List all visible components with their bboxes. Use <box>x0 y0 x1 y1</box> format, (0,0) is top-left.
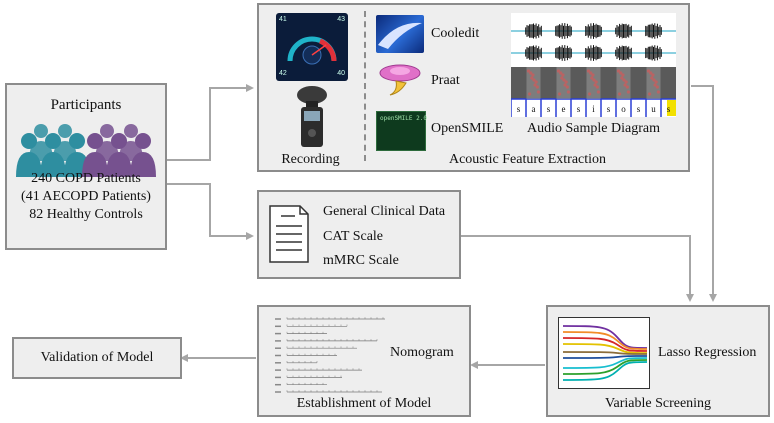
meter-right-bottom: 40 <box>337 70 345 77</box>
meter-left-bottom: 42 <box>279 70 287 77</box>
variable-screening-box: Lasso Regression Variable Screening <box>546 305 770 417</box>
participants-title: Participants <box>50 97 122 113</box>
phoneme-letter: u <box>651 104 656 114</box>
gauge-icon <box>287 36 337 65</box>
participants-copd-count: 240 COPD Patients <box>31 171 141 186</box>
lasso-path-curve <box>562 337 648 352</box>
voice-recorder-icon <box>297 86 327 147</box>
person-icon <box>106 133 132 177</box>
lasso-plot <box>558 317 650 389</box>
person-icon <box>16 133 42 177</box>
arrow-clinical-to-screening <box>460 235 694 302</box>
participants-aecopd-count: (41 AECOPD Patients) <box>21 189 151 204</box>
phoneme-letter: a <box>532 104 536 114</box>
model-box: Nomogram Establishment of Model <box>257 305 471 417</box>
opensmile-screen: openSMILE 2.0 <box>376 111 427 151</box>
meter-left-top: 41 <box>279 16 287 23</box>
phoneme-letter: s <box>547 104 551 114</box>
tool-opensmile: OpenSMILE <box>431 121 504 136</box>
extraction-title: Acoustic Feature Extraction <box>448 152 607 167</box>
person-icon <box>130 133 156 177</box>
lasso-regression-label: Lasso Regression <box>658 345 757 360</box>
clinical-cat-scale: CAT Scale <box>323 229 384 244</box>
phoneme-letter: s <box>607 104 611 114</box>
meter-right-top: 43 <box>337 16 345 23</box>
validation-label: Validation of Model <box>40 350 154 365</box>
lasso-path-curve <box>562 325 648 349</box>
validation-box: Validation of Model <box>12 337 182 379</box>
nomogram-graphic <box>275 317 385 393</box>
lasso-path-curve <box>562 355 648 359</box>
phoneme-letter: s <box>577 104 581 114</box>
audio-sample-label: Audio Sample Diagram <box>527 121 660 136</box>
lasso-path-curve <box>562 361 648 381</box>
spectrogram-band <box>586 67 601 99</box>
clinical-data-box: General Clinical Data CAT Scale mMRC Sca… <box>257 190 461 279</box>
spectrogram-band <box>526 67 541 99</box>
lasso-path-curve <box>562 351 648 355</box>
spectrogram-band <box>646 67 661 99</box>
recording-meter-screen: 41 43 42 40 <box>276 13 348 81</box>
nomogram-label: Nomogram <box>390 345 454 360</box>
opensmile-screen-text: openSMILE 2.0 <box>380 115 427 122</box>
arrow-participants-to-recording <box>166 84 254 161</box>
model-title: Establishment of Model <box>296 396 432 411</box>
people-group-icon <box>16 124 156 177</box>
tool-cooledit: Cooledit <box>431 26 480 41</box>
phoneme-letter: s <box>667 104 671 114</box>
praat-logo <box>379 64 421 96</box>
participants-box: Participants 240 COPD Patients (41 AECOP… <box>5 83 167 250</box>
document-icon <box>269 205 309 263</box>
section-divider <box>364 11 366 161</box>
phoneme-letter: s <box>637 104 641 114</box>
tool-praat: Praat <box>431 73 460 88</box>
spectrogram-band <box>616 67 631 99</box>
arrow-extraction-to-screening <box>691 85 717 302</box>
phoneme-letter: i <box>592 104 595 114</box>
cooledit-logo <box>376 15 424 53</box>
clinical-mmrc-scale: mMRC Scale <box>323 253 399 268</box>
lasso-path-curve <box>562 331 648 350</box>
phoneme-letter: e <box>562 104 566 114</box>
lasso-path-curve <box>562 357 648 369</box>
participants-healthy-count: 82 Healthy Controls <box>29 207 143 222</box>
lasso-path-curve <box>562 359 648 375</box>
lasso-curves <box>562 325 648 381</box>
lasso-path-curve <box>562 343 648 354</box>
spectrogram-band <box>556 67 571 99</box>
recording-extraction-box: 41 43 42 40 Recording Cooledit Praat ope… <box>257 3 690 172</box>
arrow-participants-to-clinical <box>166 183 254 240</box>
person-icon <box>82 133 108 177</box>
recording-label: Recording <box>281 152 340 167</box>
variable-screening-title: Variable Screening <box>604 396 712 411</box>
phoneme-letter: o <box>621 104 626 114</box>
person-icon <box>40 133 66 177</box>
phoneme-letter: s <box>517 104 521 114</box>
clinical-general: General Clinical Data <box>323 204 446 219</box>
